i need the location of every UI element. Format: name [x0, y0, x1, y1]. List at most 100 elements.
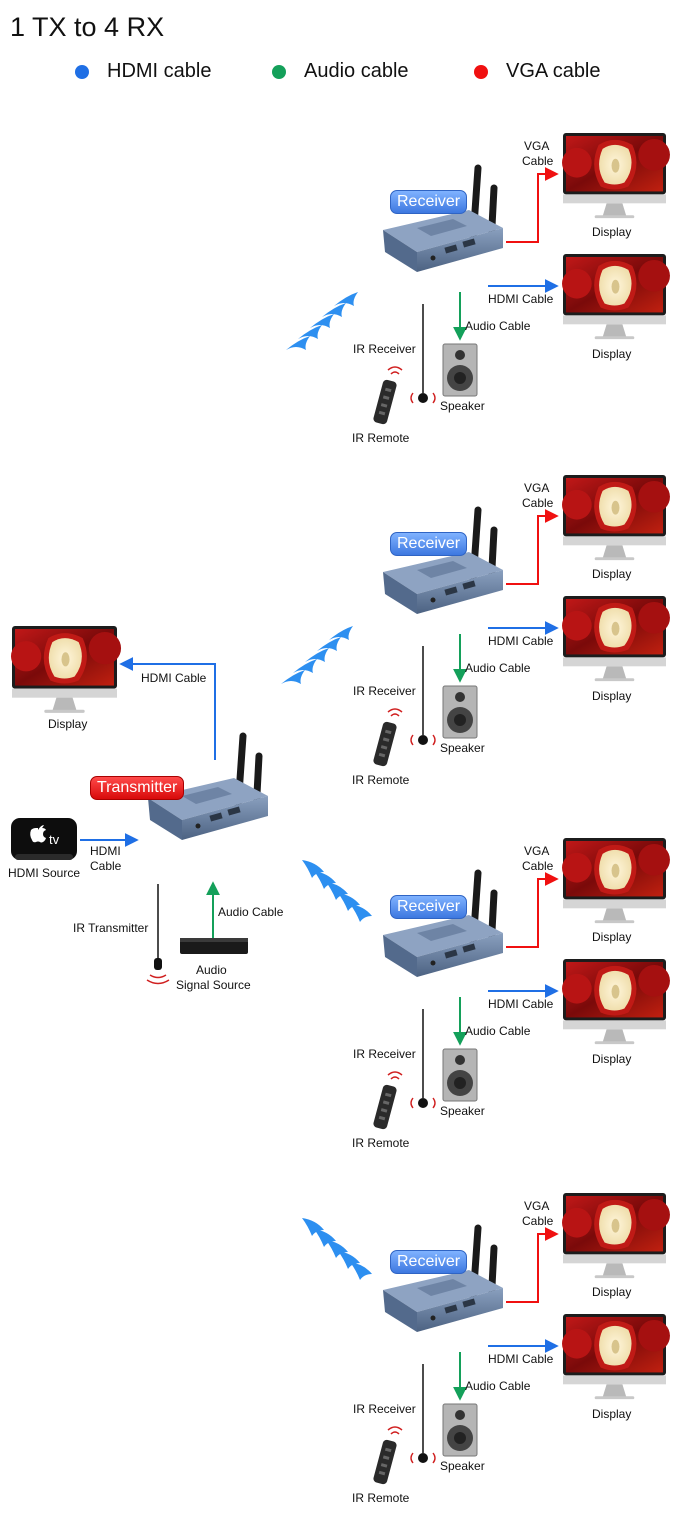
- hdmi-cable-label: HDMI Cable: [488, 1352, 554, 1366]
- speaker-tweeter: [455, 692, 465, 702]
- monitor-chin: [563, 1375, 666, 1385]
- device-top-recess: [417, 924, 467, 941]
- apple-whole-left: [562, 1207, 592, 1238]
- device-side: [383, 230, 417, 272]
- audio-cable-label: Audio Cable: [465, 661, 531, 675]
- apple-core: [611, 1339, 620, 1354]
- hdmi-cable-label: HDMI Cable: [488, 292, 554, 306]
- hdmi-cable-label: HDMI Cable: [488, 997, 554, 1011]
- audio-cable-label: Audio Cable: [465, 319, 531, 333]
- ir-transmitter-probe: [154, 958, 162, 970]
- hdmi-cable-label: HDMI Cable: [141, 671, 207, 685]
- speaker-label: Speaker: [440, 1459, 485, 1473]
- audio-source-label: Audio: [196, 963, 227, 977]
- wifi-chevron-icon: [334, 292, 358, 306]
- monitor-neck: [602, 1029, 627, 1043]
- ir-wave-icon: [390, 1076, 400, 1080]
- ir-eye-head: [418, 1453, 428, 1463]
- legend-label: Audio cable: [304, 60, 409, 82]
- ir-remote-label: IR Remote: [352, 431, 410, 445]
- monitor-neck: [602, 203, 627, 217]
- speaker: [442, 343, 478, 397]
- vga-cable: [506, 167, 559, 243]
- vga-cable-label: VGA: [524, 139, 550, 153]
- port: [430, 960, 436, 966]
- device-front: [417, 570, 503, 614]
- ir-receiver-eye: [410, 1097, 436, 1109]
- display-hdmi: [562, 596, 670, 682]
- apple-core: [611, 621, 620, 636]
- hdmi-cable-label: HDMI Cable: [488, 634, 554, 648]
- apple-whole-right: [638, 843, 670, 876]
- device-front: [182, 796, 268, 840]
- apple-core: [611, 500, 620, 515]
- apple-whole-right: [638, 480, 670, 513]
- apple-core: [61, 652, 70, 667]
- remote-button: [380, 403, 388, 408]
- tx-display: [10, 626, 122, 713]
- port: [195, 823, 201, 829]
- port: [430, 1315, 436, 1321]
- monitor-chin: [563, 194, 666, 204]
- ir-receiver-eye: [410, 1452, 436, 1464]
- vga-cable-label: Cable: [522, 859, 554, 873]
- speaker-label: Speaker: [440, 1104, 485, 1118]
- transmitter-badge: Transmitter: [90, 776, 185, 800]
- wifi-waves: [302, 1218, 372, 1280]
- transmitter-device: [148, 732, 268, 840]
- ir-wave-icon: [387, 1426, 403, 1431]
- remote-button: [380, 745, 388, 750]
- display-label: Display: [592, 689, 632, 703]
- device-front: [417, 933, 503, 977]
- speaker-label: Speaker: [440, 741, 485, 755]
- legend-label: HDMI cable: [107, 60, 212, 82]
- apple-whole-left: [562, 1328, 592, 1359]
- monitor-foot: [594, 678, 635, 682]
- audio-cable-label: Audio Cable: [465, 1379, 531, 1393]
- apple-whole-left: [562, 973, 592, 1004]
- monitor-foot: [44, 709, 85, 713]
- monitor-foot: [594, 1275, 635, 1279]
- monitor-neck: [602, 545, 627, 559]
- device-side: [383, 1290, 417, 1332]
- legend-item: VGA cable: [474, 60, 601, 83]
- display-vga: [562, 1193, 670, 1279]
- ir-receiver-label: IR Receiver: [353, 342, 416, 356]
- device-side: [383, 572, 417, 614]
- wifi-chevron-icon: [302, 860, 324, 878]
- ir-wave-icon: [387, 1071, 403, 1076]
- speaker-label: Speaker: [440, 399, 485, 413]
- device-top-recess: [417, 219, 467, 236]
- wifi-chevron-icon: [317, 637, 341, 651]
- wifi-chevron-icon: [281, 670, 305, 684]
- speaker-woofer-cone: [454, 1432, 466, 1444]
- wifi-chevron-icon: [302, 1218, 324, 1236]
- display-vga: [562, 475, 670, 561]
- apple-whole-left: [562, 489, 592, 520]
- hdmi-cable-label: HDMI: [90, 844, 121, 858]
- audio-source-top: [180, 938, 248, 942]
- wifi-chevron-icon: [329, 626, 353, 640]
- ir-wave-icon: [146, 979, 170, 985]
- apple-whole-left: [562, 268, 592, 299]
- wifi-chevron-icon: [338, 1251, 360, 1269]
- ir-remote-label: IR Remote: [352, 1136, 410, 1150]
- monitor-foot: [594, 1041, 635, 1045]
- wifi-chevron-icon: [322, 303, 346, 317]
- ir-wave-icon: [432, 1097, 436, 1109]
- hdmi-cable-label: Cable: [90, 859, 122, 873]
- ir-wave-icon: [390, 713, 400, 717]
- monitor-chin: [563, 899, 666, 909]
- ir-remote: [373, 1071, 403, 1130]
- device-front: [417, 1288, 503, 1332]
- apple-whole-left: [562, 852, 592, 883]
- display-label: Display: [592, 1052, 632, 1066]
- monitor-neck: [602, 1384, 627, 1398]
- speaker-tweeter: [455, 350, 465, 360]
- display-vga: [562, 133, 670, 219]
- monitor-foot: [594, 336, 635, 340]
- monitor-foot: [594, 920, 635, 924]
- display-label: Display: [592, 1407, 632, 1421]
- ir-receiver-label: IR Receiver: [353, 1402, 416, 1416]
